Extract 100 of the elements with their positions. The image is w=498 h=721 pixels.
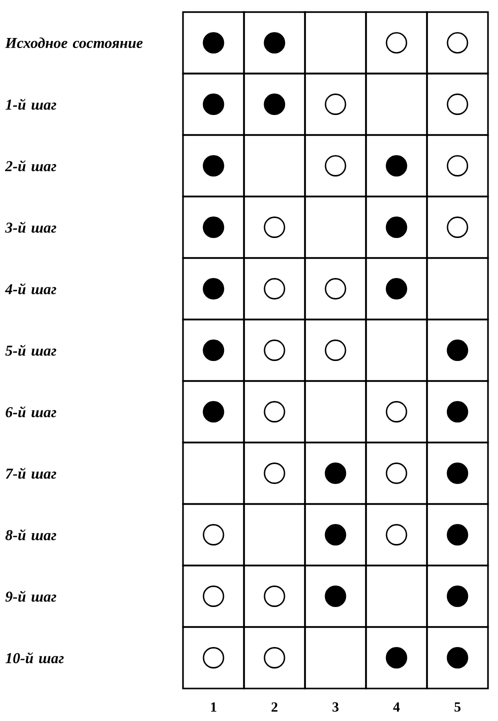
column-number: 3 (332, 702, 339, 712)
table-cell (365, 626, 428, 690)
empty-circle (324, 340, 346, 361)
table-cell (243, 318, 306, 382)
table-cell (304, 11, 367, 74)
empty-circle (202, 524, 224, 546)
empty-circle (446, 155, 468, 176)
filled-circle (324, 462, 346, 484)
empty-circle (264, 278, 286, 300)
row-label: 3-й шаг (5, 222, 56, 233)
table-cell (182, 196, 245, 259)
table-cell (243, 626, 306, 690)
empty-circle (324, 155, 346, 176)
table-cell (365, 72, 428, 136)
empty-circle (264, 401, 286, 422)
table-cell (304, 626, 367, 690)
table-cell (365, 318, 428, 382)
filled-circle (446, 524, 468, 546)
filled-circle (202, 278, 224, 300)
table-cell (243, 72, 306, 136)
table-cell (304, 442, 367, 505)
filled-circle (446, 401, 468, 422)
table-cell (243, 257, 306, 320)
filled-circle (446, 340, 468, 361)
table-cell (243, 564, 306, 628)
table-cell (243, 134, 306, 198)
table-cell (304, 257, 367, 320)
filled-circle (446, 586, 468, 607)
empty-circle (446, 216, 468, 238)
table-cell (182, 257, 245, 320)
table-cell (365, 442, 428, 505)
row-label: 5-й шаг (5, 344, 56, 356)
table-cell (304, 196, 367, 259)
table-cell (243, 503, 306, 566)
filled-circle (324, 524, 346, 546)
table-cell (365, 134, 428, 198)
row-label: 9-й шаг (5, 590, 56, 602)
table-cell (426, 72, 489, 136)
filled-circle (202, 94, 224, 115)
filled-circle (386, 155, 408, 176)
table-cell (243, 196, 306, 259)
row-label: Исходное состояние (5, 37, 143, 48)
filled-circle (202, 32, 224, 54)
table-cell (304, 503, 367, 566)
table-cell (304, 134, 367, 198)
table-cell (365, 11, 428, 74)
column-number: 1 (211, 702, 216, 712)
table-cell (426, 503, 489, 566)
table-cell (426, 442, 489, 505)
filled-circle (386, 216, 408, 238)
empty-circle (386, 401, 408, 422)
table-cell (426, 196, 489, 259)
empty-circle (324, 94, 346, 115)
table-cell (426, 11, 489, 74)
table-cell (182, 380, 245, 444)
table-cell (182, 318, 245, 382)
empty-circle (264, 462, 286, 484)
table-cell (182, 503, 245, 566)
empty-circle (446, 32, 468, 54)
table-cell (304, 72, 367, 136)
empty-circle (446, 94, 468, 115)
table-cell (426, 318, 489, 382)
table-cell (182, 442, 245, 505)
table-cell (243, 442, 306, 505)
filled-circle (264, 32, 286, 54)
row-label: 1-й шаг (6, 98, 56, 110)
table-cell (182, 134, 245, 198)
table-cell (182, 564, 245, 628)
empty-circle (264, 647, 286, 668)
table-cell (365, 503, 428, 566)
table-cell (304, 318, 367, 382)
empty-circle (324, 278, 346, 300)
empty-circle (202, 647, 224, 668)
table-cell (365, 257, 428, 320)
row-label: 4-й шаг (4, 283, 56, 294)
filled-circle (202, 216, 224, 238)
table-cell (426, 134, 489, 198)
column-number: 2 (272, 702, 278, 712)
filled-circle (446, 647, 468, 668)
filled-circle (264, 94, 286, 115)
table-cell (365, 196, 428, 259)
row-label: 2-й шаг (5, 160, 56, 172)
empty-circle (202, 586, 224, 607)
row-label: 6-й шаг (6, 406, 56, 418)
filled-circle (202, 155, 224, 176)
table-cell (182, 626, 245, 690)
empty-circle (264, 216, 286, 238)
empty-circle (386, 32, 408, 54)
filled-circle (386, 278, 408, 300)
table-cell (304, 564, 367, 628)
table-cell (426, 380, 489, 444)
table-cell (243, 11, 306, 74)
filled-circle (202, 401, 224, 422)
filled-circle (386, 647, 408, 668)
empty-circle (386, 462, 408, 484)
table-cell (182, 72, 245, 136)
table-cell (365, 380, 428, 444)
table-cell (426, 626, 489, 690)
row-label: 10-й шаг (6, 652, 64, 664)
empty-circle (264, 340, 286, 361)
